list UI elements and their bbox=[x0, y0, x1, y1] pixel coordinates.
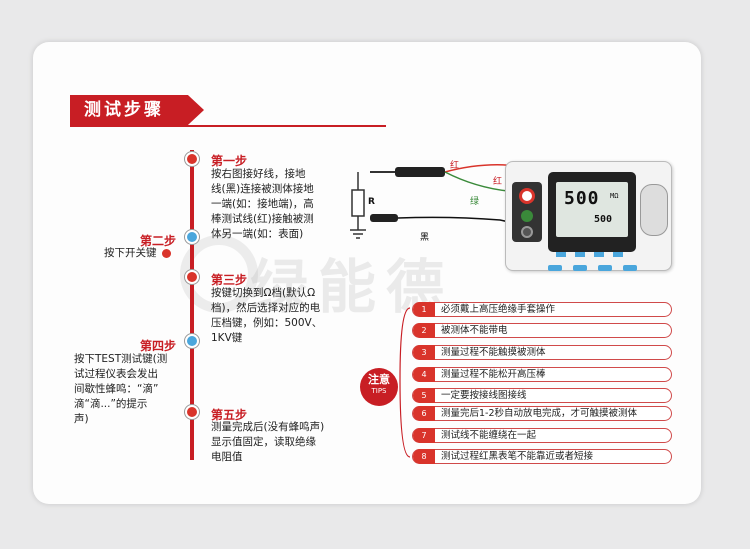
meter-button[interactable] bbox=[613, 252, 624, 257]
resistor-icon bbox=[351, 189, 365, 217]
tips-badge: 注意 TIPS bbox=[360, 368, 398, 406]
black-terminal-icon bbox=[521, 226, 533, 238]
step-4-text: 按下TEST测试键(测试过程仪表会发出间歇性蜂鸣：“滴”滴“滴...”的提示声) bbox=[74, 353, 168, 425]
step-2-title: 第二步 bbox=[140, 234, 177, 248]
red-terminal-icon bbox=[519, 188, 535, 204]
steps-timeline bbox=[190, 150, 194, 460]
keypad bbox=[640, 184, 668, 236]
black-clip-icon bbox=[370, 214, 398, 222]
step-1-text: 按右图接好线，接地线(黑)连接被测体接地一端(如：接地端)，高棒测试线(红)接触… bbox=[211, 168, 314, 240]
section-title: 测试步骤 bbox=[70, 95, 204, 125]
label-resistor: R bbox=[368, 197, 375, 207]
label-black: 黑 bbox=[420, 233, 430, 243]
step-5-text: 测量完成后(没有蜂鸣声)显示值固定，读取绝缘电阻值 bbox=[211, 421, 325, 463]
step-4-dot bbox=[185, 334, 199, 348]
meter-button[interactable] bbox=[556, 252, 566, 257]
power-button-icon bbox=[161, 248, 171, 258]
green-terminal-icon bbox=[521, 210, 533, 222]
step-1-dot bbox=[185, 152, 199, 166]
title-underline bbox=[70, 125, 386, 127]
tips-badge-sub: TIPS bbox=[371, 387, 387, 395]
meter-button[interactable] bbox=[594, 252, 605, 257]
display-main-value: 500 bbox=[564, 188, 600, 209]
lcd-display: 500 MΩ 500 bbox=[556, 182, 628, 237]
meter-bezel: 500 MΩ 500 bbox=[548, 172, 636, 257]
label-red-1: 红 bbox=[450, 161, 460, 171]
step-3-dot bbox=[185, 270, 199, 284]
step-2-dot bbox=[185, 230, 199, 244]
label-green: 绿 bbox=[470, 197, 480, 207]
terminal-panel bbox=[512, 182, 542, 242]
step-4-title: 第四步 bbox=[140, 339, 177, 353]
watermark-text: 绿能德 bbox=[250, 253, 455, 321]
meter-button-row bbox=[556, 242, 628, 257]
red-probe-handle-icon bbox=[395, 167, 445, 177]
insulation-tester-device: 500 MΩ 500 bbox=[505, 161, 672, 271]
step-5-title: 第五步 bbox=[211, 408, 248, 422]
display-unit: MΩ bbox=[610, 192, 619, 200]
step-2-text: 按下开关键 bbox=[104, 246, 171, 261]
label-red-2: 红 bbox=[493, 177, 503, 187]
tips-badge-main: 注意 bbox=[368, 373, 390, 386]
display-sub-value: 500 bbox=[594, 214, 613, 225]
tips-connector bbox=[399, 307, 411, 458]
step-3-title: 第三步 bbox=[211, 273, 248, 287]
step-5-dot bbox=[185, 405, 199, 419]
meter-button[interactable] bbox=[575, 252, 586, 257]
step-1-title: 第一步 bbox=[211, 154, 248, 168]
meter-base-buttons bbox=[548, 256, 666, 271]
